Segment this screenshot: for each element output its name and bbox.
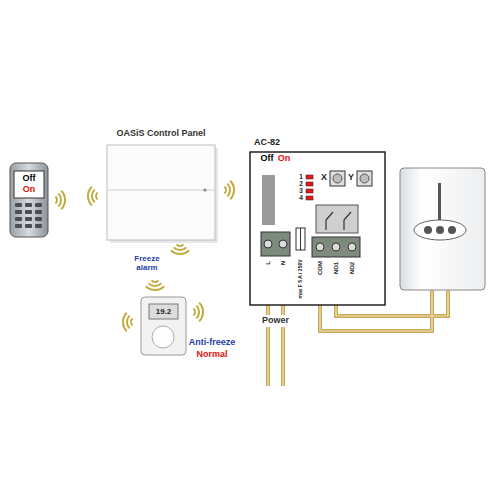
thermostat: [141, 297, 186, 355]
terminal-label: NO2: [349, 262, 356, 274]
on-state: On: [278, 154, 291, 164]
terminal-label: N: [280, 261, 287, 265]
terminal-label: NO1: [333, 262, 340, 274]
button-label: Y: [348, 173, 354, 183]
temperature-display: 19.2: [156, 307, 172, 316]
boiler: [400, 168, 485, 290]
terminal-label: COM: [317, 261, 324, 275]
phone-screen: OffOn: [14, 171, 44, 198]
led-number: 1: [299, 173, 303, 180]
terminal-label: L: [265, 261, 272, 265]
power-label: Power: [260, 315, 291, 327]
mobile-phone: [10, 163, 48, 237]
thermostat: 19.2: [141, 297, 186, 355]
panel-title: OASiS Control Panel: [116, 129, 205, 139]
led-number: 4: [299, 194, 303, 201]
control-panel: OASiS Control Panel: [100, 124, 222, 242]
led-number: 3: [299, 187, 303, 194]
button-label: X: [321, 173, 327, 183]
control-panel: [107, 145, 218, 243]
mode-label: Normal: [196, 350, 227, 360]
relay-module: AC-82Off On: [248, 134, 388, 306]
fuse-rating: max F 5 A / 250V: [298, 259, 304, 298]
alarm-label: Freeze alarm: [127, 255, 167, 273]
on-state: On: [23, 185, 36, 195]
off-state: Off: [23, 174, 36, 184]
mode-label: Anti-freeze: [189, 338, 236, 348]
module-title: AC-82: [254, 138, 280, 148]
relay-module: [250, 152, 385, 305]
off-state: Off: [261, 154, 274, 164]
led-number: 2: [299, 180, 303, 187]
